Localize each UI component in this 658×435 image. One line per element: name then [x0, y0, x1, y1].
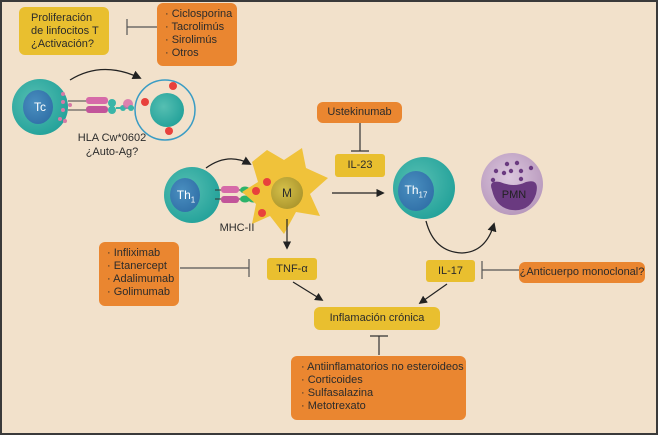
drug-item: · Ciclosporina — [165, 8, 233, 20]
proliferation-line: Proliferación — [31, 12, 93, 24]
arrow-tc-to-target — [69, 68, 142, 81]
th1-label-main: Th — [176, 188, 191, 202]
pmn-cell — [481, 153, 543, 215]
inhibition-line-il23 — [351, 123, 369, 152]
tnf-alpha-box: TNF-α — [267, 258, 317, 280]
arrow-th17-to-pmn — [425, 220, 497, 254]
drug-item: · Golimumab — [107, 286, 170, 298]
arrow-il17-to-inflammation — [418, 283, 448, 304]
inhibition-line-inflammation — [370, 335, 388, 355]
target-cell — [134, 79, 196, 141]
tc-label: Tc — [34, 100, 46, 114]
th17-cell — [393, 157, 455, 219]
th17-label: Th17 — [398, 183, 434, 202]
drug-item: · Etanercept — [107, 260, 167, 272]
th1-label: Th1 — [172, 188, 200, 207]
inhibition-line-tnf — [180, 259, 250, 277]
ustekinumab-box: Ustekinumab — [317, 102, 402, 123]
pmn-label: PMN — [501, 189, 527, 201]
drug-item: · Sirolimús — [165, 34, 217, 46]
anti-il17-antibody-box: ¿Anticuerpo monoclonal? — [519, 262, 645, 283]
tc-cell — [12, 79, 72, 135]
chronic-inflammation-box: Inflamación crónica — [314, 307, 440, 330]
drug-item: · Sulfasalazina — [301, 387, 374, 399]
il17-box: IL-17 — [426, 260, 475, 282]
th1-label-sub: 1 — [190, 195, 196, 205]
tcr-hla-complex — [68, 97, 134, 114]
inhibition-line-il17 — [481, 261, 520, 279]
calcineurin-drugs-box: · Ciclosporina · Tacrolimús · Sirolimús … — [157, 3, 237, 66]
arrow-th1-to-macrophage — [205, 156, 252, 169]
drug-item: · Metotrexato — [301, 400, 366, 412]
auto-ag-label-line: ¿Auto-Ag? — [85, 146, 139, 158]
anti-tnf-drugs-box: · Infliximab · Etanercept · Adalimumab ·… — [99, 242, 179, 306]
macrophage-cell — [242, 148, 328, 234]
general-drugs-box: · Antiinflamatorios no esteroideos · Cor… — [291, 356, 466, 420]
macrophage-label: M — [282, 186, 292, 200]
drug-item: · Tacrolimús — [165, 21, 225, 33]
hla-label-line: HLA Cw*0602 — [77, 132, 147, 144]
drug-item: · Corticoides — [301, 374, 363, 386]
th17-label-main: Th — [404, 183, 419, 197]
drug-item: · Antiinflamatorios no esteroideos — [301, 361, 464, 373]
mhc-ii-label: MHC-II — [219, 222, 255, 234]
activation-line: ¿Activación? — [31, 38, 94, 50]
drug-item: · Infliximab — [107, 247, 161, 259]
proliferation-box: Proliferación de linfocitos T ¿Activació… — [19, 7, 109, 55]
proliferation-line: de linfocitos T — [31, 25, 99, 37]
arrow-tnf-to-inflammation — [292, 281, 324, 301]
th17-label-sub: 17 — [418, 190, 428, 200]
th1-cell — [164, 167, 220, 223]
drug-item: · Otros — [165, 47, 199, 59]
il23-box: IL-23 — [335, 154, 385, 177]
hla-label: HLA Cw*0602 ¿Auto-Ag? — [64, 131, 160, 159]
drug-item: · Adalimumab — [107, 273, 175, 285]
